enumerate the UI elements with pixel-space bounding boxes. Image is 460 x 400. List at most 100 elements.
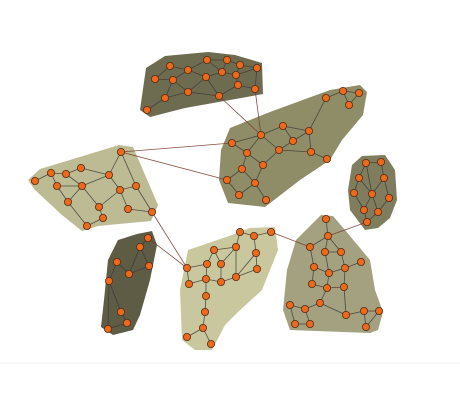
cluster-bottom-middle-node: [231, 272, 240, 281]
cluster-upper-right-node: [256, 130, 265, 139]
cluster-left-edge: [98, 189, 121, 208]
cluster-bottom-right-node: [322, 283, 331, 292]
cluster-upper-right-node: [242, 148, 251, 157]
cluster-bottom-middle-node: [198, 323, 207, 332]
cluster-top-node: [168, 76, 177, 85]
cluster-bottom-middle-node: [251, 248, 260, 257]
cluster-left-edge: [120, 151, 137, 187]
cluster-bottom-right-hull: [283, 215, 383, 333]
cluster-bottom-right-node: [305, 242, 314, 251]
cluster-left-node: [62, 169, 71, 178]
cluster-left-edge: [81, 185, 100, 208]
cluster-far-right-node: [367, 189, 376, 198]
cluster-left-node: [83, 221, 92, 230]
cluster-left-node: [131, 181, 140, 190]
cluster-left-edge: [67, 201, 88, 227]
cluster-hulls: [28, 52, 397, 350]
cluster-left-node: [105, 170, 114, 179]
cluster-left-node: [99, 213, 108, 222]
cluster-bottom-middle-node: [231, 242, 240, 251]
cluster-upper-right-hull: [219, 85, 367, 207]
cluster-top-node: [165, 62, 174, 71]
cluster-top-node: [183, 66, 192, 75]
cluster-bottom-right-node: [361, 322, 370, 331]
cluster-bottom-left-node: [123, 318, 132, 327]
cluster-left-node: [116, 185, 125, 194]
cluster-top-node: [160, 94, 169, 103]
cluster-upper-right-node: [227, 138, 236, 147]
cluster-bottom-middle-node: [209, 245, 218, 254]
cluster-far-right-node: [376, 157, 385, 166]
cluster-left-edge: [80, 167, 110, 176]
cluster-upper-right-node: [237, 164, 246, 173]
cluster-upper-right-node: [261, 195, 270, 204]
cluster-bottom-right-node: [315, 298, 324, 307]
cluster-upper-right-node: [306, 147, 315, 156]
cluster-top-hull: [140, 52, 263, 117]
cluster-bottom-middle-hull: [180, 227, 278, 350]
cluster-far-right-node: [361, 158, 370, 167]
cluster-bottom-middle-node: [266, 227, 275, 236]
cluster-bottom-left-edge: [107, 280, 110, 330]
inter-cluster-edge: [327, 221, 368, 237]
inter-cluster-edge: [147, 237, 188, 269]
cluster-top-node: [252, 64, 261, 73]
cluster-far-right-node: [379, 173, 388, 182]
cluster-far-right-edge: [365, 162, 373, 195]
cluster-bottom-middle-node: [201, 291, 210, 300]
cluster-upper-right-node: [222, 175, 231, 184]
cluster-bottom-right-node: [356, 257, 365, 266]
cluster-left-node: [147, 207, 156, 216]
cluster-bottom-left-node: [105, 276, 114, 285]
inter-cluster-edge: [270, 231, 311, 248]
cluster-left-node: [30, 176, 39, 185]
cluster-top-node: [202, 56, 211, 65]
cluster-bottom-right-node: [285, 300, 294, 309]
cluster-top-node: [231, 71, 240, 80]
cluster-upper-right-node: [321, 94, 330, 103]
cluster-upper-right-node: [258, 160, 267, 169]
cluster-bottom-right-node: [300, 304, 309, 313]
cluster-bottom-right-edge: [343, 286, 347, 316]
cluster-bottom-left-edge: [128, 246, 141, 275]
cluster-bottom-left-node: [135, 242, 144, 251]
cluster-bottom-left-node: [117, 307, 126, 316]
cluster-bottom-middle-edge: [235, 252, 257, 278]
cluster-upper-right-node: [322, 154, 331, 163]
cluster-left-edge: [127, 208, 153, 213]
cluster-upper-right-node: [234, 190, 243, 199]
cluster-left-node: [53, 181, 62, 190]
inter-cluster-edge: [254, 88, 262, 136]
cluster-top-node: [201, 73, 210, 82]
inter-cluster-edges: [120, 88, 368, 269]
cluster-top-node: [233, 81, 242, 90]
cluster-bottom-left-node: [104, 324, 113, 333]
graph-nodes: [30, 56, 393, 348]
cluster-left-node: [47, 168, 56, 177]
cluster-bottom-left-node: [143, 233, 152, 242]
cluster-upper-right-node: [344, 101, 353, 110]
cluster-bottom-left-hull: [101, 231, 157, 335]
cluster-bottom-middle-node: [206, 339, 215, 348]
cluster-bottom-right-node: [359, 306, 368, 315]
cluster-bottom-middle-node: [235, 227, 244, 236]
cluster-left-edge: [108, 151, 122, 176]
cluster-bottom-middle-node: [182, 263, 191, 272]
cluster-top-node: [250, 85, 259, 94]
cluster-bottom-left-node: [125, 269, 134, 278]
cluster-bottom-right-node: [336, 247, 345, 256]
cluster-far-right-node: [373, 207, 382, 216]
cluster-top-edge: [187, 91, 220, 97]
cluster-bottom-right-node: [305, 319, 314, 328]
cluster-top-node: [142, 106, 151, 115]
cluster-far-right-node: [359, 205, 368, 214]
cluster-left-node: [64, 197, 73, 206]
cluster-bottom-right-node: [309, 262, 318, 271]
cluster-left-node: [124, 204, 133, 213]
cluster-upper-right-node: [250, 178, 259, 187]
cluster-upper-right-edge: [278, 149, 312, 153]
cluster-bottom-right-node: [323, 231, 332, 240]
cluster-left-node: [95, 202, 104, 211]
cluster-top-node: [235, 61, 244, 70]
cluster-bottom-right-node: [321, 214, 330, 223]
